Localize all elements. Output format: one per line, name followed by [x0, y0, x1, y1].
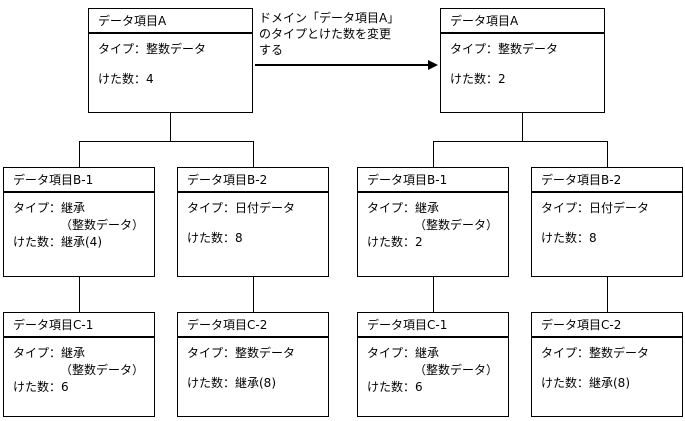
node-digits-line: けた数：継承(4): [13, 235, 102, 249]
node-type-sub-line: （整数データ）: [413, 363, 498, 377]
connector-before-root-bar: [79, 141, 254, 142]
node-title: データ項目B-1: [4, 168, 154, 193]
transition-arrow-shaft: [255, 64, 430, 66]
node-body: タイプ：日付データ けた数：8: [178, 193, 328, 251]
connector-after-root-stem: [522, 113, 523, 141]
node-digits-line: けた数：8: [187, 231, 243, 245]
node-digits-line: けた数：継承(8): [187, 376, 276, 390]
node-type-line: タイプ：整数データ: [450, 42, 559, 56]
node-body: タイプ：継承 （整数データ） けた数：2: [358, 193, 508, 255]
connector-after-root-bar: [433, 141, 608, 142]
connector-after-b2-c2: [607, 277, 608, 312]
node-type-sub-line: （整数データ）: [59, 218, 144, 232]
node-digits-line: けた数：8: [541, 231, 597, 245]
node-before-c2: データ項目C-2 タイプ：整数データ けた数：継承(8): [177, 312, 329, 417]
node-title: データ項目B-1: [358, 168, 508, 193]
node-type-line: タイプ：整数データ: [98, 42, 207, 56]
node-body: タイプ：整数データ けた数：4: [89, 34, 252, 92]
node-title: データ項目C-1: [4, 313, 154, 338]
node-title: データ項目C-2: [532, 313, 682, 338]
node-type-line: タイプ：日付データ: [541, 201, 650, 215]
node-digits-line: けた数：2: [367, 235, 423, 249]
connector-before-b1-drop: [79, 141, 80, 167]
node-type-line: タイプ：継承: [13, 201, 86, 215]
connector-before-b1-c1: [79, 277, 80, 312]
node-body: タイプ：継承 （整数データ） けた数：継承(4): [4, 193, 154, 255]
transition-arrow-head: [428, 60, 438, 70]
node-digits-line: けた数：6: [367, 380, 423, 394]
node-before-c1: データ項目C-1 タイプ：継承 （整数データ） けた数：6: [3, 312, 155, 417]
connector-after-b1-drop: [433, 141, 434, 167]
connector-after-b2-drop: [607, 141, 608, 167]
node-after-b1: データ項目B-1 タイプ：継承 （整数データ） けた数：2: [357, 167, 509, 277]
transition-caption: ドメイン「データ項目A」 のタイプとけた数を変更 する: [259, 11, 400, 57]
node-digits-line: けた数：継承(8): [541, 376, 630, 390]
node-title: データ項目C-2: [178, 313, 328, 338]
node-type-line: タイプ：継承: [367, 346, 440, 360]
node-body: タイプ：整数データ けた数：継承(8): [532, 338, 682, 396]
node-after-b2: データ項目B-2 タイプ：日付データ けた数：8: [531, 167, 683, 277]
node-title: データ項目C-1: [358, 313, 508, 338]
node-title: データ項目A: [89, 9, 252, 34]
node-type-line: タイプ：継承: [367, 201, 440, 215]
node-type-line: タイプ：整数データ: [541, 346, 650, 360]
node-type-sub-line: （整数データ）: [413, 218, 498, 232]
node-before-b2: データ項目B-2 タイプ：日付データ けた数：8: [177, 167, 329, 277]
node-title: データ項目A: [441, 9, 604, 34]
node-type-line: タイプ：整数データ: [187, 346, 296, 360]
connector-before-root-stem: [170, 113, 171, 141]
node-after-c1: データ項目C-1 タイプ：継承 （整数データ） けた数：6: [357, 312, 509, 417]
node-body: タイプ：継承 （整数データ） けた数：6: [4, 338, 154, 400]
node-body: タイプ：整数データ けた数：2: [441, 34, 604, 92]
node-after-c2: データ項目C-2 タイプ：整数データ けた数：継承(8): [531, 312, 683, 417]
connector-before-b2-drop: [253, 141, 254, 167]
connector-before-b2-c2: [253, 277, 254, 312]
node-body: タイプ：整数データ けた数：継承(8): [178, 338, 328, 396]
node-type-line: タイプ：継承: [13, 346, 86, 360]
node-digits-line: けた数：6: [13, 380, 69, 394]
node-body: タイプ：日付データ けた数：8: [532, 193, 682, 251]
node-after-root: データ項目A タイプ：整数データ けた数：2: [440, 8, 605, 113]
node-body: タイプ：継承 （整数データ） けた数：6: [358, 338, 508, 400]
node-type-line: タイプ：日付データ: [187, 201, 296, 215]
node-type-sub-line: （整数データ）: [59, 363, 144, 377]
node-title: データ項目B-2: [178, 168, 328, 193]
node-before-root: データ項目A タイプ：整数データ けた数：4: [88, 8, 253, 113]
node-digits-line: けた数：2: [450, 72, 506, 86]
connector-after-b1-c1: [433, 277, 434, 312]
node-before-b1: データ項目B-1 タイプ：継承 （整数データ） けた数：継承(4): [3, 167, 155, 277]
node-title: データ項目B-2: [532, 168, 682, 193]
node-digits-line: けた数：4: [98, 72, 154, 86]
